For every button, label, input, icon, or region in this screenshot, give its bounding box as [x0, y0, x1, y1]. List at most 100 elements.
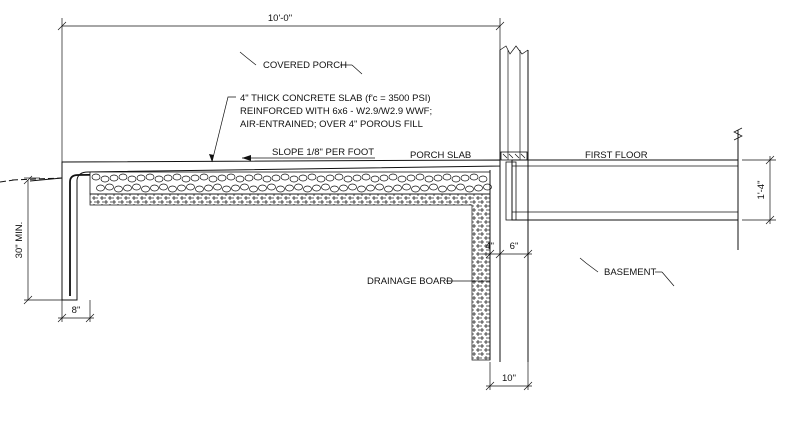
- gravel-pebble: [186, 183, 195, 191]
- dimension-stem-depth-label: 30" MIN.: [14, 222, 25, 259]
- slab-note: 4" THICK CONCRETE SLAB (f'c = 3500 PSI) …: [209, 93, 432, 163]
- gravel-pebble: [447, 184, 456, 192]
- gravel-pebble: [411, 185, 420, 193]
- gravel-pebble: [204, 184, 213, 192]
- gravel-pebble: [303, 185, 312, 193]
- gravel-pebble: [406, 174, 416, 182]
- slab-note-line-2: REINFORCED WITH 6x6 - W2.9/W2.9 WWF;: [240, 106, 432, 117]
- gravel-pebble: [145, 173, 155, 181]
- gravel-pebble: [96, 184, 105, 192]
- gravel-pebble: [154, 175, 164, 183]
- gravel-pebble: [321, 183, 330, 191]
- dimension-4-label: 4": [485, 241, 494, 252]
- gravel-pebble: [217, 174, 227, 182]
- gravel-pebble: [226, 173, 236, 181]
- gravel-pebble: [334, 173, 344, 181]
- gravel-pebble: [402, 183, 411, 191]
- gravel-pebble: [168, 185, 177, 193]
- gravel-pebble: [366, 184, 375, 192]
- gravel-pebble: [397, 175, 407, 183]
- gravel-pebble: [109, 174, 119, 182]
- drainage-board-label: DRAINAGE BOARD: [367, 276, 453, 287]
- slope-label: SLOPE 1/8" PER FOOT: [272, 147, 374, 158]
- gravel-pebble: [258, 184, 267, 192]
- dimension-6-label: 6": [510, 241, 519, 252]
- gravel-pebble: [370, 175, 380, 183]
- gravel-pebble: [442, 173, 452, 181]
- gravel-pebble: [483, 183, 492, 191]
- gravel-pebble: [267, 183, 276, 191]
- gravel-pebble: [132, 183, 141, 191]
- gravel-pebble: [123, 184, 132, 192]
- gravel-pebble: [460, 174, 470, 182]
- gravel-pebble: [307, 173, 317, 181]
- slab-note-line-3: AIR-ENTRAINED; OVER 4" POROUS FILL: [240, 119, 423, 130]
- dimension-wall-width: 10": [485, 362, 533, 391]
- gravel-pebble: [388, 173, 398, 181]
- gravel-pebble: [343, 175, 353, 183]
- gravel-pebble: [249, 185, 258, 193]
- gravel-pebble: [433, 174, 443, 182]
- gravel-pebble: [280, 173, 290, 181]
- gravel-pebble: [172, 173, 182, 181]
- gravel-pebble: [213, 183, 222, 191]
- porch-slab-label: PORCH SLAB: [410, 150, 471, 161]
- gravel-pebble: [465, 185, 474, 193]
- covered-porch-label: COVERED PORCH: [263, 60, 347, 71]
- gravel-pebble: [429, 183, 438, 191]
- gravel-pebble: [316, 175, 326, 183]
- gravel-pebble: [136, 174, 146, 182]
- gravel-pebble: [415, 173, 425, 181]
- gravel-pebble: [330, 185, 339, 193]
- gravel-pebble: [150, 184, 159, 192]
- gravel-pebble: [159, 183, 168, 191]
- gravel-pebble: [469, 173, 479, 181]
- gravel-pebble: [118, 173, 128, 181]
- porch-slab-section: [61, 159, 501, 301]
- gravel-pebble: [181, 175, 191, 183]
- gravel-pebble: [294, 183, 303, 191]
- gravel-pebble: [375, 183, 384, 191]
- gravel-pebble: [177, 184, 186, 192]
- gravel-pebble: [420, 184, 429, 192]
- gravel-pebble: [163, 174, 173, 182]
- gravel-pebble: [235, 175, 245, 183]
- gravel-pebble: [276, 185, 285, 193]
- dimension-stem-depth: 30" MIN.: [14, 175, 62, 305]
- dimension-overall: 10'-0": [57, 13, 505, 162]
- gravel-pebble: [262, 175, 272, 183]
- grade-line: [0, 177, 63, 183]
- gravel-pebble: [451, 175, 461, 183]
- gravel-pebble: [199, 173, 209, 181]
- gravel-pebble: [100, 175, 110, 183]
- dimension-floor-depth-label: 1'-4": [756, 181, 767, 200]
- gravel-pebble: [271, 174, 281, 182]
- dimension-bearing: 4" 6": [482, 236, 533, 259]
- gravel-pebble: [312, 184, 321, 192]
- porous-fill-gravel: [91, 173, 492, 193]
- gravel-pebble: [195, 185, 204, 193]
- gravel-pebble: [393, 184, 402, 192]
- slab-note-line-1: 4" THICK CONCRETE SLAB (f'c = 3500 PSI): [240, 93, 431, 104]
- gravel-pebble: [208, 175, 218, 183]
- dimension-stem-width-label: 8": [72, 305, 81, 316]
- gravel-pebble: [361, 173, 371, 181]
- gravel-pebble: [352, 174, 362, 182]
- gravel-pebble: [424, 175, 434, 183]
- gravel-pebble: [141, 185, 150, 193]
- gravel-pebble: [348, 183, 357, 191]
- dimension-wall-width-label: 10": [502, 373, 516, 384]
- gravel-pebble: [190, 174, 200, 182]
- dimension-floor-depth: 1'-4": [742, 155, 776, 225]
- slope-annotation: SLOPE 1/8" PER FOOT: [242, 147, 375, 161]
- gravel-pebble: [339, 184, 348, 192]
- first-floor-label: FIRST FLOOR: [585, 150, 648, 161]
- covered-porch-label-group: COVERED PORCH: [239, 51, 363, 75]
- gravel-pebble: [379, 174, 389, 182]
- gravel-pebble: [114, 185, 123, 193]
- basement-label: BASEMENT: [604, 267, 656, 278]
- gravel-pebble: [474, 184, 483, 192]
- gravel-pebble: [244, 174, 254, 182]
- gravel-pebble: [478, 175, 488, 183]
